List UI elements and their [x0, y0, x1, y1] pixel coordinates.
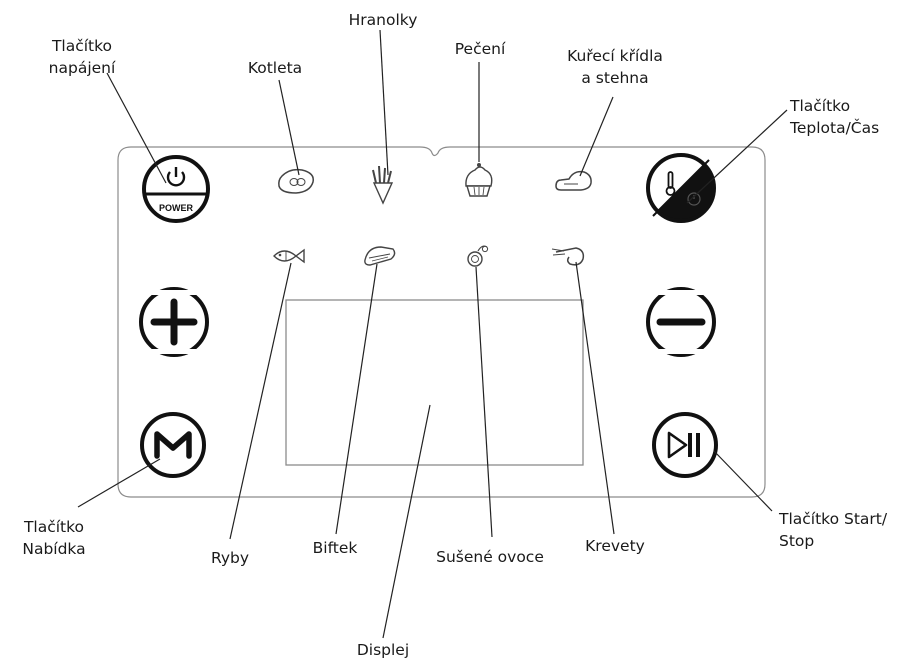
- leader-menu: [77, 458, 161, 508]
- label-power-line1: Tlačítko: [51, 37, 113, 55]
- label-menu-line2: Nabídka: [22, 540, 86, 558]
- label-shrimp: Krevety: [585, 537, 645, 555]
- leader-dried-fruit: [475, 266, 493, 538]
- display-window: [285, 299, 584, 466]
- pork-chop-icon: [278, 168, 315, 194]
- dried-fruit-icon: [467, 245, 489, 267]
- leader-display: [382, 404, 431, 639]
- start-stop-button[interactable]: [652, 412, 718, 478]
- label-start-stop-line1: Tlačítko Start/: [779, 510, 888, 528]
- play-pause-icon: [667, 431, 700, 459]
- leader-fish: [229, 262, 292, 540]
- minus-button[interactable]: [646, 287, 716, 357]
- label-dried-fruit: Sušené ovoce: [436, 548, 544, 566]
- label-temp-line1: Tlačítko: [790, 97, 851, 115]
- leader-lines: [77, 29, 788, 639]
- menu-m-icon: [154, 431, 192, 459]
- label-display: Displej: [356, 641, 410, 659]
- chicken-leg-icon: [555, 170, 592, 191]
- label-temp: Tlačítko Teplota/Čas: [790, 95, 905, 139]
- label-start-stop: Tlačítko Start/ Stop: [779, 508, 907, 552]
- label-wings-line1: Kuřecí křídla: [567, 47, 663, 65]
- label-start-stop-line2: Stop: [779, 532, 815, 550]
- label-baking: Pečení: [454, 40, 506, 58]
- leader-shrimp: [575, 261, 615, 535]
- label-power: Tlačítko napájení: [22, 35, 142, 79]
- label-temp-line2: Teplota/Čas: [790, 119, 880, 137]
- leader-fries: [379, 29, 389, 176]
- cupcake-icon: [465, 163, 493, 197]
- leader-chop: [278, 79, 300, 176]
- temp-time-button[interactable]: [644, 150, 718, 225]
- label-steak: Biftek: [312, 539, 358, 557]
- leader-power: [106, 72, 167, 184]
- panel-outline: [117, 146, 766, 498]
- label-fish: Ryby: [210, 549, 250, 567]
- leader-start-stop: [713, 450, 773, 512]
- leader-temp: [686, 109, 788, 204]
- menu-button[interactable]: [140, 412, 206, 478]
- leader-wings: [579, 96, 614, 177]
- label-wings: Kuřecí křídla a stehna: [540, 45, 690, 89]
- power-button-text: POWER: [159, 203, 194, 213]
- power-icon: [166, 167, 186, 187]
- plus-button[interactable]: [139, 287, 209, 357]
- label-menu: Tlačítko Nabídka: [0, 516, 108, 560]
- fish-icon: [273, 248, 305, 264]
- power-button[interactable]: POWER: [142, 155, 210, 223]
- label-menu-line1: Tlačítko: [23, 518, 85, 536]
- shrimp-icon: [551, 247, 585, 266]
- label-chop: Kotleta: [247, 59, 303, 77]
- steak-icon: [364, 246, 396, 266]
- plus-icon: [150, 298, 198, 346]
- label-fries: Hranolky: [348, 11, 418, 29]
- leader-steak: [335, 263, 378, 535]
- french-fries-icon: [372, 165, 394, 205]
- label-wings-line2: a stehna: [581, 69, 649, 87]
- label-power-line2: napájení: [48, 59, 116, 77]
- thermometer-clock-icon: [665, 171, 701, 206]
